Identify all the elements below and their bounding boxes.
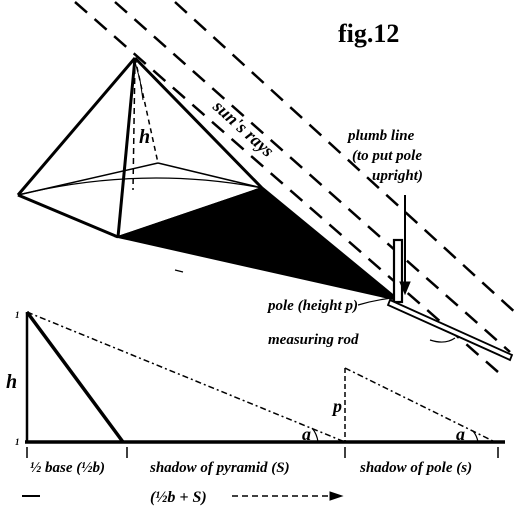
big-triangle-hypotenuse: [26, 311, 346, 443]
pyramid-shadow: [114, 186, 399, 301]
pyramid-base-curve: [17, 177, 263, 196]
pole-label: pole (height p): [266, 298, 358, 314]
sun-ray-1: [74, 1, 499, 373]
pyramid-base-front-right: [117, 187, 263, 238]
similar-triangles: [22, 310, 505, 501]
pyramid-edge-right: [133, 56, 264, 190]
shadow-edge: [261, 186, 399, 302]
pyramid-base-back-right: [157, 162, 263, 189]
pole: [392, 238, 404, 304]
angle-arc-right: [472, 430, 479, 443]
pyramid-height-label: h: [139, 126, 150, 148]
measuring-rod-inner: [439, 327, 501, 356]
pyramid-edge-front: [116, 57, 137, 238]
height-top-tick: 1: [15, 310, 20, 320]
apex-shading: [134, 61, 144, 101]
ground-mark: [174, 269, 184, 273]
sun-ray-2: [114, 1, 511, 353]
measuring-rod: [386, 298, 514, 362]
combined-arrowhead: [329, 491, 344, 501]
rod-label-leader: [429, 337, 456, 343]
pole-label-leader: [357, 297, 393, 306]
angle-label-right: a: [456, 424, 465, 444]
pyramid-shadow-label: shadow of pyramid (S): [149, 460, 290, 476]
angle-arc-left: [311, 427, 319, 443]
height-label: h: [6, 371, 17, 393]
measuring-rod-label: measuring rod: [268, 332, 359, 348]
height-bottom-tick: 1: [15, 437, 20, 447]
pyramid-base-front-left: [17, 193, 119, 239]
plumb-line-label-3: upright): [372, 168, 423, 184]
pole-height-label: p: [331, 396, 342, 416]
plumb-line-label-2: (to put pole: [352, 148, 422, 164]
pyramid-scene: [16, 1, 519, 373]
plumb-line-label-1: plumb line: [346, 128, 415, 144]
pyramid-face-line: [25, 310, 125, 444]
angle-label-left: a: [302, 424, 311, 444]
half-base-label: ½ base (½b): [30, 460, 105, 476]
small-triangle-hypotenuse: [344, 367, 496, 443]
combined-label: (½b + S): [150, 489, 207, 506]
plumb-line-arrowhead: [399, 281, 411, 296]
pyramid-edge-left: [16, 57, 137, 196]
figure-label: fig.12: [338, 19, 399, 48]
pole-shadow-label: shadow of pole (s): [359, 460, 472, 476]
pyramid-height-line: [132, 57, 136, 191]
